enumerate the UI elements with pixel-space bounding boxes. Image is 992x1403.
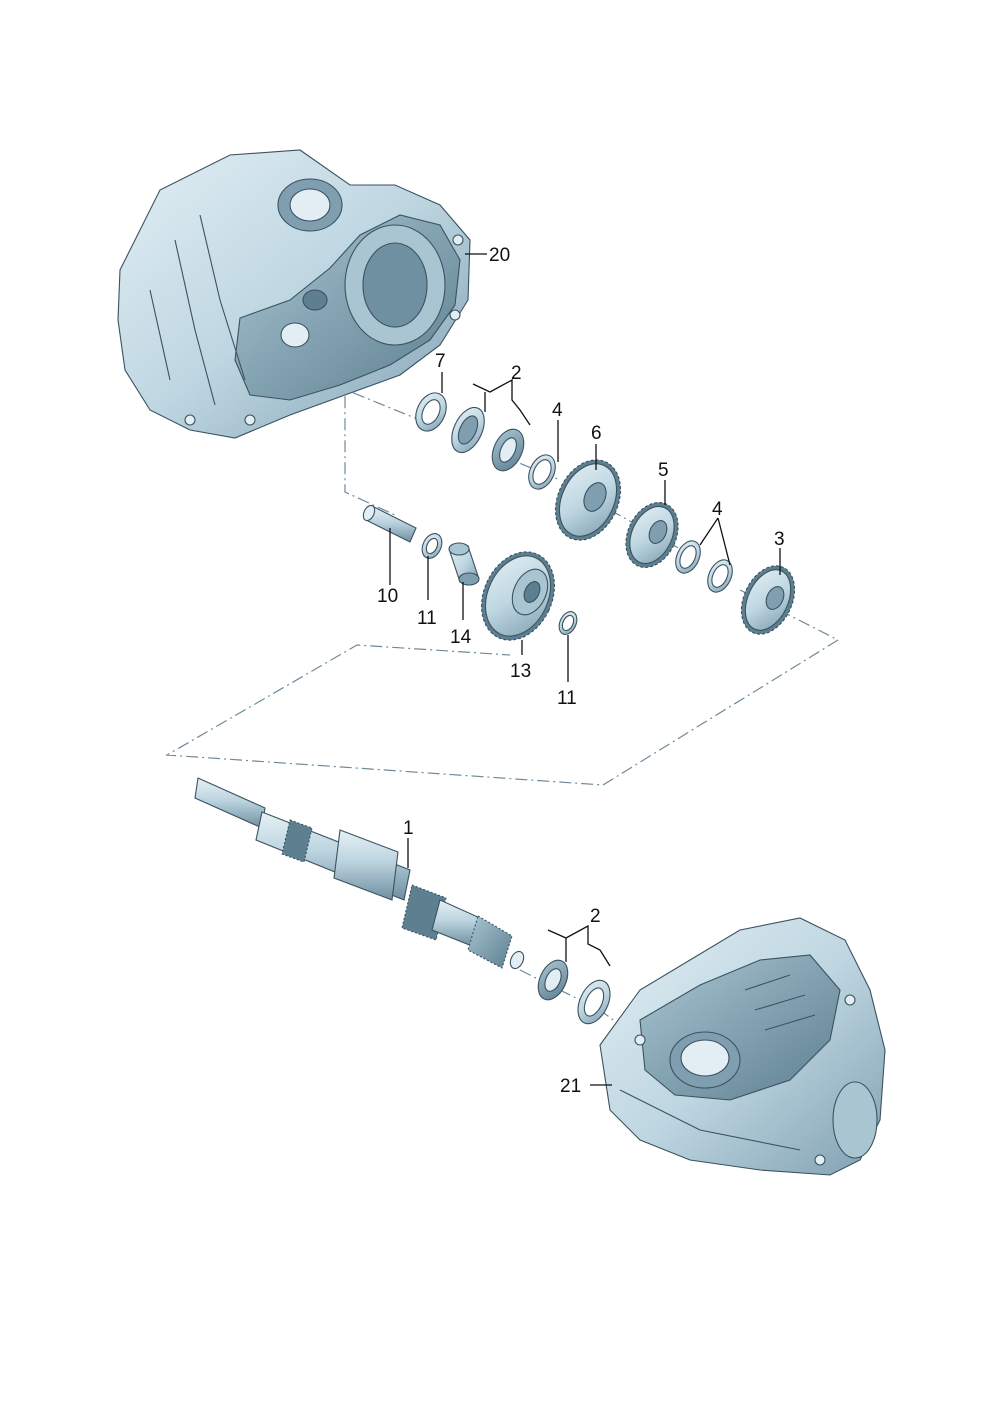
part-4-circlip-upper	[528, 454, 556, 490]
part-1-main-shaft	[194, 777, 525, 970]
part-3-gear	[740, 565, 796, 635]
part-10-pin	[362, 504, 417, 543]
callout-11-left: 11	[417, 608, 437, 629]
callout-4-lower: 4	[712, 499, 723, 520]
part-14-needle-bearing	[448, 542, 480, 586]
part-13-gear	[481, 551, 555, 641]
part-5-gear	[625, 502, 679, 568]
callout-21: 21	[560, 1076, 581, 1097]
callout-1: 1	[403, 818, 414, 839]
part-7-seal-ring	[415, 392, 447, 432]
part-21-gearbox-housing	[599, 917, 886, 1176]
leader-lines	[389, 253, 781, 1086]
callout-2-upper: 2	[511, 363, 522, 384]
callout-labels: 20 7 2 4 6 5 4 3 10 11 14 13 11 1 2 21	[377, 245, 785, 1097]
callout-4-upper: 4	[552, 400, 563, 421]
callout-6: 6	[591, 423, 602, 444]
part-2-taper-bearing-lower	[537, 959, 611, 1025]
callout-13: 13	[510, 661, 531, 682]
callout-20: 20	[489, 245, 510, 266]
part-4-circlips-pair	[675, 540, 733, 593]
part-11-washer-right	[558, 611, 578, 635]
callout-11-right: 11	[557, 688, 577, 709]
part-6-gear	[554, 459, 622, 541]
part-20-gearbox-housing	[117, 149, 471, 439]
callout-5: 5	[658, 460, 669, 481]
callout-14: 14	[450, 627, 472, 648]
callout-2-lower: 2	[590, 906, 601, 927]
part-2-taper-bearing-upper	[451, 406, 525, 472]
part-11-washer-left	[421, 533, 443, 559]
callout-7: 7	[435, 351, 446, 372]
callout-10: 10	[377, 586, 398, 607]
callout-3: 3	[774, 529, 785, 550]
